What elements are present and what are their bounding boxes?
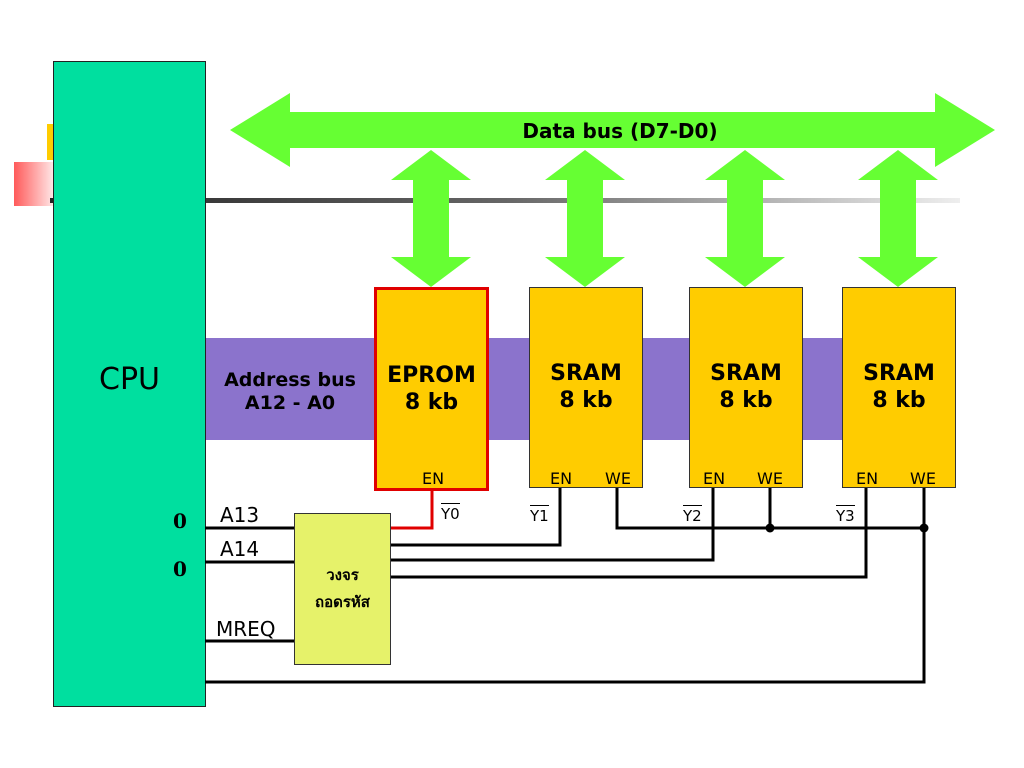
chip-size: 8 kb [872, 388, 926, 413]
data-bus-branch-sram3 [858, 150, 938, 287]
chip-size: 8 kb [404, 390, 459, 415]
decoder-block [294, 513, 391, 665]
a13-value: 0 [173, 509, 187, 533]
address-bus-line2: A12 - A0 [244, 392, 336, 414]
overbar [530, 505, 549, 506]
junction-dot [765, 523, 775, 533]
data-bus-arrow [230, 93, 995, 167]
data-bus-branch-sram2 [705, 150, 785, 287]
y3-wire [391, 488, 868, 579]
y1-wire [391, 488, 562, 547]
pin-en: EN [550, 469, 573, 488]
pin-en: EN [422, 469, 445, 488]
y2-signal: Y2 [683, 505, 702, 525]
a14-value: 0 [173, 557, 187, 581]
pin-en: EN [856, 469, 879, 488]
mreq-label: MREQ [216, 617, 276, 641]
address-bus-label: Address bus A12 - A0 [210, 369, 370, 415]
data-bus-label: Data bus (D7-D0) [522, 119, 718, 143]
pin-we: WE [910, 469, 936, 488]
y1-label: Y1 [530, 507, 549, 525]
chip-name: EPROM [387, 363, 476, 388]
address-bus-line1: Address bus [224, 369, 356, 391]
pin-en: EN [703, 469, 726, 488]
y1-signal: Y1 [530, 505, 549, 525]
y0-wire [391, 490, 434, 530]
sram-chip-2: SRAM 8 kb EN WE [689, 287, 803, 488]
chip-size: 8 kb [719, 388, 773, 413]
decoder-line2: ถอดรหัส [315, 593, 370, 611]
sram-chip-3: SRAM 8 kb EN WE [842, 287, 956, 488]
chip-name: SRAM [863, 361, 935, 386]
junction-dot [919, 523, 929, 533]
we-wire-1 [615, 488, 924, 530]
a13-label: A13 [220, 503, 260, 527]
eprom-chip: EPROM 8 kb EN [374, 287, 489, 491]
overbar [441, 503, 460, 504]
y2-label: Y2 [683, 507, 702, 525]
y3-signal: Y3 [836, 505, 855, 525]
decorative-gradient-block [14, 162, 54, 206]
y3-label: Y3 [836, 507, 855, 525]
decoder-label: วงจร ถอดรหัส [294, 562, 391, 616]
chip-name: SRAM [550, 361, 622, 386]
chip-size: 8 kb [559, 388, 613, 413]
data-bus-branch-sram1 [545, 150, 625, 287]
a14-label: A14 [220, 537, 260, 561]
overbar [683, 505, 702, 506]
decorative-bar [47, 124, 53, 160]
decoder-line1: วงจร [326, 566, 359, 584]
sram-chip-1: SRAM 8 kb EN WE [529, 287, 643, 488]
data-bus-branch-eprom [391, 150, 471, 287]
pin-we: WE [757, 469, 783, 488]
write-line [205, 528, 926, 684]
cpu-block [53, 61, 206, 707]
y2-wire [391, 488, 715, 562]
y0-label: Y0 [441, 505, 460, 523]
pin-we: WE [605, 469, 631, 488]
chip-name: SRAM [710, 361, 782, 386]
y0-signal: Y0 [441, 503, 460, 523]
overbar [836, 505, 855, 506]
cpu-label: CPU [99, 362, 160, 397]
